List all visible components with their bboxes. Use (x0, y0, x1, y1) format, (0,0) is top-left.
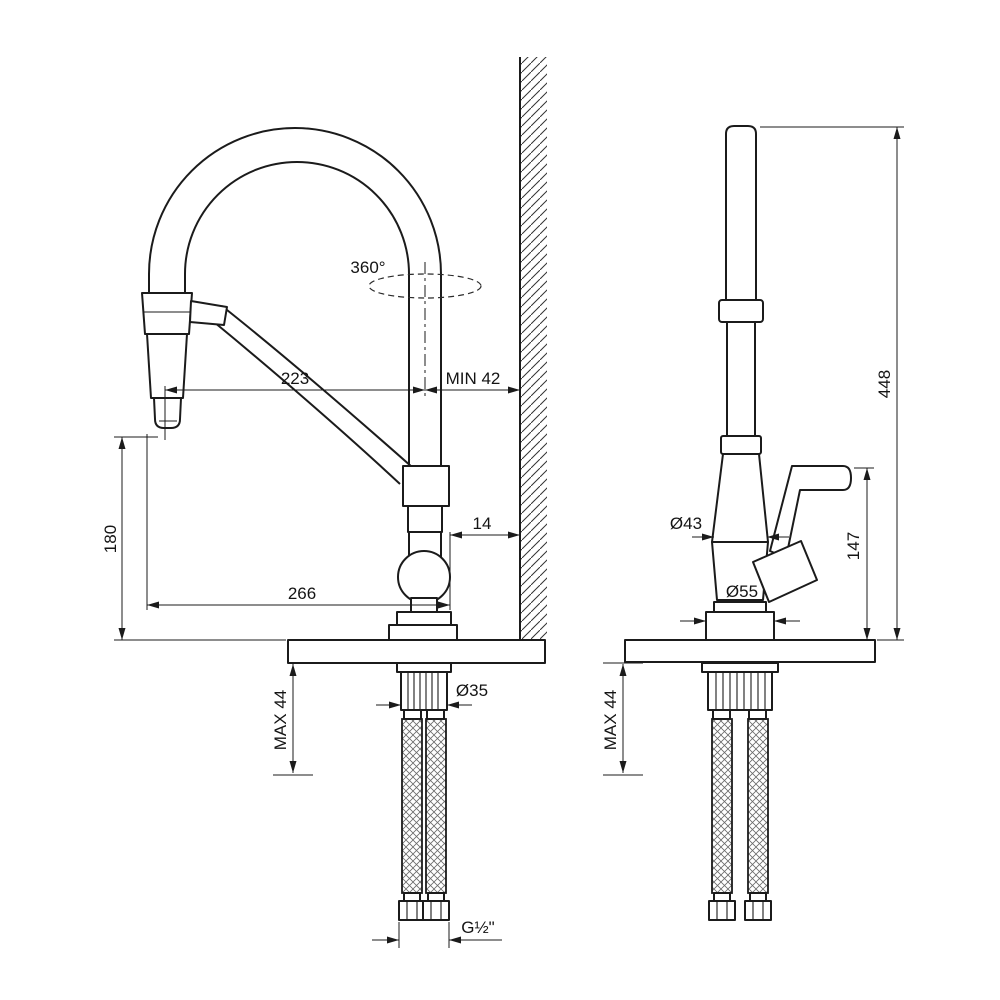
label-handle-height: 147 (844, 532, 863, 560)
label-body-offset: 14 (473, 514, 492, 533)
mounting-nut-front (707, 671, 773, 711)
spout-collar (718, 299, 764, 323)
countertop-front (624, 639, 876, 663)
label-total-reach: 266 (288, 584, 316, 603)
dimensions-front: 448 147 Ø43 Ø55 MAX 44 (601, 126, 904, 776)
hose-nut-front-2 (744, 900, 772, 921)
spray-nozzle (153, 397, 182, 429)
label-min-wall: MIN 42 (446, 369, 501, 388)
handle-lever (769, 465, 852, 559)
nut-serrations-side (407, 672, 439, 710)
faucet-side (141, 127, 458, 641)
wall-section (519, 57, 547, 640)
body-cone (711, 453, 769, 543)
handle-joint (752, 540, 818, 603)
hose-fitting-block (402, 465, 450, 507)
body-lower (711, 541, 769, 601)
label-base-diameter: Ø55 (726, 582, 758, 601)
base-flange-front (705, 611, 775, 641)
faucet-front (705, 125, 852, 641)
label-max-deck-front: MAX 44 (601, 690, 620, 750)
hose-nut-front-1 (708, 900, 736, 921)
washer-side (396, 662, 452, 673)
body-collar (407, 505, 443, 533)
base-ring-front (713, 601, 767, 613)
supply-hose-side-1 (401, 718, 423, 894)
swivel-ellipse (368, 273, 482, 299)
nut-serrations-front (715, 672, 766, 710)
mounting-hardware-side (396, 662, 452, 921)
hose-outer-curve (221, 305, 413, 468)
countertop-side (287, 639, 546, 664)
wall-hatching (520, 57, 547, 640)
hose-inner-curve (213, 321, 401, 485)
supply-hose-front-2 (747, 718, 769, 894)
label-outlet-height: 180 (101, 525, 120, 553)
ball-joint (397, 550, 451, 604)
hose-nut-facets-front (716, 901, 764, 920)
hose-connector-front-1 (712, 709, 731, 720)
label-body-diameter: Ø43 (670, 514, 702, 533)
side-view: 360° 223 MIN 42 180 14 266 (101, 57, 547, 948)
base-flange-side (388, 624, 458, 641)
label-thread-size: G½" (461, 918, 494, 937)
hose-end-side-2 (427, 892, 445, 902)
hose-connector-side-1 (403, 709, 422, 720)
spout-column (725, 125, 757, 301)
mounting-nut-side (400, 671, 448, 711)
washer-front (701, 662, 779, 673)
hose-connector-front-2 (748, 709, 767, 720)
supply-hose-front-1 (711, 718, 733, 894)
hose-end-front-2 (749, 892, 767, 902)
label-total-height: 448 (875, 370, 894, 398)
dimensions-side: 360° 223 MIN 42 180 14 266 (101, 258, 520, 948)
spray-head-lower (146, 333, 188, 399)
hose-nut-side-1 (398, 900, 426, 921)
supply-hose-side-2 (425, 718, 447, 894)
base-ring-side (396, 611, 452, 626)
hose-nut-facets-side (406, 901, 442, 920)
mid-pipe (726, 321, 756, 441)
hose-connector-side-2 (426, 709, 445, 720)
spray-head-upper (141, 292, 193, 335)
body-ring (720, 435, 762, 455)
label-spout-reach: 223 (281, 369, 309, 388)
hose-end-side-1 (403, 892, 421, 902)
gooseneck-spout (148, 127, 442, 561)
hose-nut-side-2 (422, 900, 450, 921)
label-swivel-360: 360° (350, 258, 385, 277)
spray-head-dock (189, 300, 228, 326)
label-max-deck-side: MAX 44 (271, 690, 290, 750)
mounting-hardware-front (701, 662, 779, 921)
front-view: 448 147 Ø43 Ø55 MAX 44 (601, 125, 904, 921)
label-hole-diameter: Ø35 (456, 681, 488, 700)
hose-end-front-1 (713, 892, 731, 902)
